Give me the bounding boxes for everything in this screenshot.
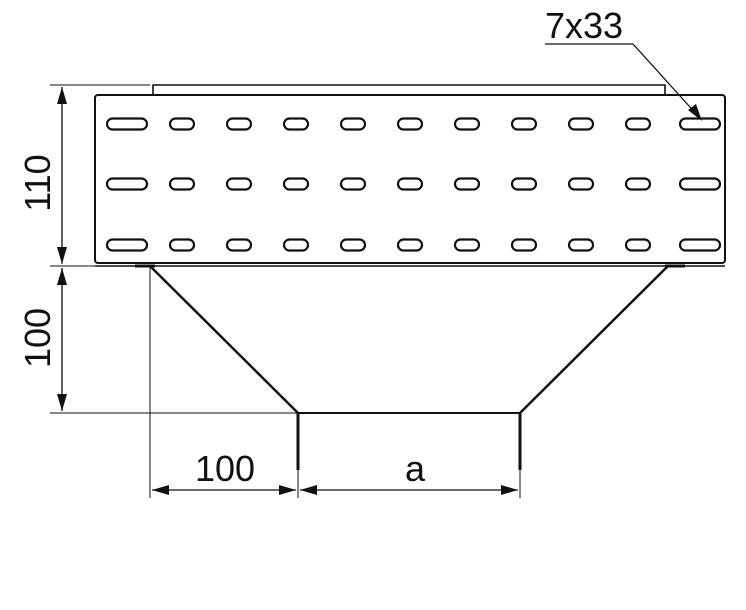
slot-size-label: 7x33 (545, 5, 623, 46)
slot-hole (567, 117, 595, 131)
slot-size-leader (545, 43, 702, 121)
slot-hole (567, 177, 595, 191)
slot-hole (105, 177, 149, 191)
slot-hole (339, 117, 367, 131)
slot-hole (510, 177, 538, 191)
slot-hole (168, 117, 196, 131)
slot-hole (282, 117, 310, 131)
slot-hole (282, 238, 310, 252)
slot-hole (396, 117, 424, 131)
slot-hole (282, 177, 310, 191)
slot-hole (168, 238, 196, 252)
width-100-label: 100 (195, 448, 255, 489)
slot-hole (678, 177, 722, 191)
slot-hole (225, 117, 253, 131)
slot-hole (339, 177, 367, 191)
slot-hole (105, 117, 149, 131)
slot-hole (624, 177, 652, 191)
slot-hole (453, 177, 481, 191)
slot-hole (168, 177, 196, 191)
slot-hole (678, 117, 722, 131)
extension-lines (50, 84, 521, 498)
dimension-100-horizontal (152, 485, 296, 495)
reducer-outline (149, 265, 669, 470)
slot-hole (624, 117, 652, 131)
width-a-label: a (405, 448, 426, 489)
height-100-label: 100 (17, 308, 58, 368)
slot-hole (510, 238, 538, 252)
slot-hole (396, 238, 424, 252)
dimension-110 (57, 87, 67, 264)
slot-hole (678, 238, 722, 252)
dimension-a (300, 485, 518, 495)
tray-top-lip (152, 84, 666, 95)
slot-hole (624, 238, 652, 252)
slot-hole (105, 238, 149, 252)
slot-hole (453, 117, 481, 131)
slot-hole (396, 177, 424, 191)
tray-side-plate (94, 94, 726, 264)
slot-hole (225, 177, 253, 191)
slot-hole (225, 238, 253, 252)
slot-holes (105, 117, 722, 252)
slot-hole (453, 238, 481, 252)
slot-hole (339, 238, 367, 252)
slot-hole (567, 238, 595, 252)
height-110-label: 110 (17, 154, 58, 211)
dimension-100-vertical (57, 268, 67, 411)
slot-hole (510, 117, 538, 131)
